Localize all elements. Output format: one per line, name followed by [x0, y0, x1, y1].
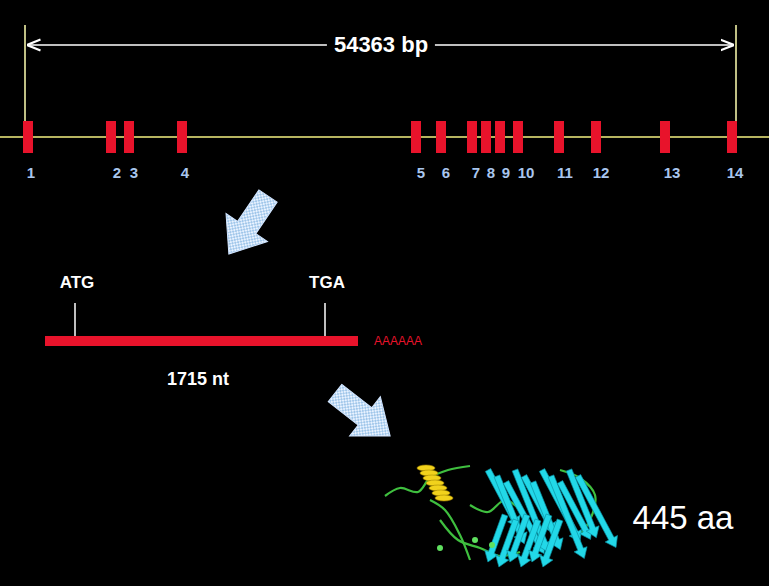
exon-number: 14 [727, 165, 744, 182]
protein-atom [489, 542, 495, 548]
exon-number: 4 [181, 165, 189, 182]
exon-group [23, 121, 737, 153]
exon-box [411, 121, 421, 153]
exon-box [727, 121, 737, 153]
exon-box [481, 121, 491, 153]
extension-line [24, 25, 26, 137]
exon-number: 1 [27, 165, 35, 182]
protein-atom [472, 537, 478, 543]
exon-box [591, 121, 601, 153]
exon-number: 6 [442, 165, 450, 182]
length-label: 445 aa [633, 500, 734, 536]
exon-number: 2 [113, 165, 121, 182]
process-arrow [320, 373, 406, 455]
codon-label: ATG [60, 274, 95, 293]
exon-box [495, 121, 505, 153]
protein-loop [385, 466, 470, 496]
process-arrow [208, 182, 289, 268]
exon-number: 7 [472, 165, 480, 182]
exon-box [513, 121, 523, 153]
exon-box [23, 121, 33, 153]
exon-number: 3 [130, 165, 138, 182]
extension-line [735, 25, 737, 137]
protein-structure [385, 465, 622, 569]
exon-box [554, 121, 564, 153]
protein-atom [437, 545, 443, 551]
dimension-label: 54363 bp [327, 33, 435, 57]
codon-label: TGA [309, 274, 345, 293]
exon-number: 5 [417, 165, 425, 182]
exon-number: 12 [593, 165, 610, 182]
exon-number: 8 [487, 165, 495, 182]
exon-number: 11 [557, 165, 573, 182]
mrna-bar [45, 336, 358, 346]
exon-box [467, 121, 477, 153]
exon-number: 9 [502, 165, 510, 182]
beta-strand [536, 518, 566, 570]
exon-number: 13 [664, 165, 681, 182]
alpha-helix [435, 495, 453, 501]
exon-box [660, 121, 670, 153]
exon-box [177, 121, 187, 153]
polya-tail: AAAAAA [374, 335, 422, 348]
exon-box [106, 121, 116, 153]
arrow-group [208, 182, 405, 456]
beta-strand [572, 473, 622, 551]
stop-tick [324, 303, 326, 337]
exon-box [436, 121, 446, 153]
exon-box [124, 121, 134, 153]
length-label: 1715 nt [167, 370, 229, 390]
start-tick [74, 303, 76, 337]
exon-number: 10 [518, 165, 535, 182]
protein-loop [430, 500, 470, 560]
